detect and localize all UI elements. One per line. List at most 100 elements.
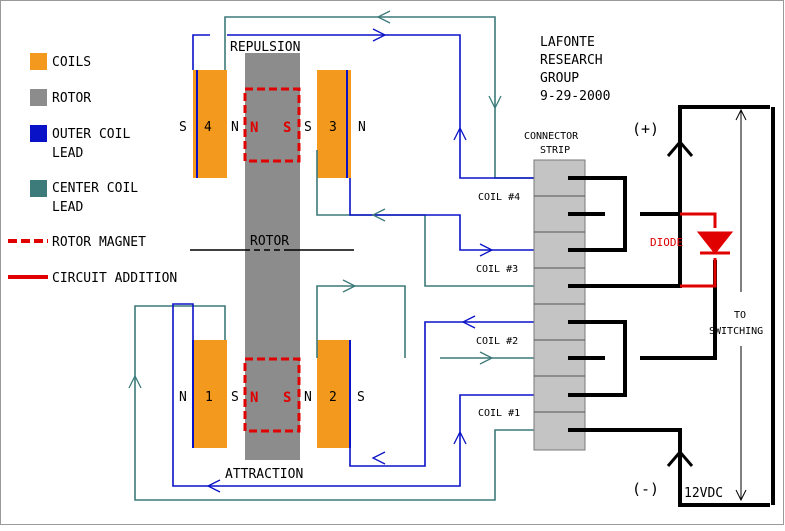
chevron-mark [453,126,467,141]
negative-rail [568,428,770,507]
coil-2-body [317,340,351,448]
switching-dimension [735,108,747,502]
header-line-3: GROUP [540,71,579,86]
coil-3-connector-label: COIL #3 [476,264,518,275]
chevron-mark [371,208,386,222]
legend-center-lead-label-2: LEAD [52,200,83,215]
coil-4-right-pole: N [231,120,239,135]
legend-center-lead-swatch [30,180,47,197]
direction-marks [128,10,502,493]
jumper-coil4-coil3 [568,176,627,252]
coil-1-connector-label: COIL #1 [478,408,520,419]
legend-rotor-label: ROTOR [52,91,91,106]
chevron-mark [488,95,502,110]
chevron-mark [453,430,467,445]
supply-wiring [568,105,770,507]
coil-3-number: 3 [329,120,337,135]
diode-label: DIODE [650,236,683,249]
coil-3-body [317,70,351,178]
diode-lead-top [680,212,717,228]
coil-4-left-pole: S [179,120,187,135]
diode-icon [696,231,734,255]
center-lead-coil1 [134,305,550,501]
coil-1-body [193,340,227,448]
connector-strip-dividers [534,195,585,413]
connector-title-2: STRIP [540,145,570,156]
positive-label: (+) [632,120,659,138]
negative-arrow [666,449,694,467]
rotor-magnet-bottom [243,357,301,433]
legend-circuit-addition-label: CIRCUIT ADDITION [52,271,177,286]
legend-coils-label: COILS [52,55,91,70]
coil-1: N 1 S [179,340,239,448]
coil-1-number: 1 [205,390,213,405]
positive-arrow [666,139,694,157]
attraction-label: ATTRACTION [225,467,303,482]
coil-3: S 3 N [304,70,366,178]
chevron-mark [206,479,221,493]
coil-4: S 4 N [179,70,239,178]
center-lead-wires [134,16,550,501]
header-line-2: RESEARCH [540,53,603,68]
center-lead-coil2-a [316,285,406,358]
chevron-mark [479,351,494,365]
chevron-mark [372,28,387,42]
chevron-mark [128,374,142,389]
to-switching-label-2: SWITCHING [709,326,763,337]
coil-3-right-pole: N [358,120,366,135]
outer-lead-coil2 [349,321,550,467]
magnet-top-n: N [250,120,258,136]
header-line-4: 9-29-2000 [540,89,610,104]
magnet-bottom-n: N [250,390,258,406]
chevron-mark [461,315,476,329]
coil-3-left-pole: S [304,120,312,135]
coil-2-left-pole: N [304,390,312,405]
coil-4-body [193,70,227,178]
coil-1-left-pole: N [179,390,187,405]
legend-center-lead-label: CENTER COIL [52,181,138,196]
magnet-top-s: S [283,120,291,136]
chevron-mark [479,243,494,257]
repulsion-label: REPULSION [230,40,300,55]
chevron-mark [371,451,386,465]
diode-lead-bottom [680,258,717,288]
coil-2: N 2 S [304,340,365,448]
diode-circuit [680,212,734,288]
legend-rotor-swatch [30,89,47,106]
outer-lead-coil4-top [192,34,210,70]
legend-outer-lead-label: OUTER COIL [52,127,130,142]
header-line-1: LAFONTE [540,35,595,50]
rotor-label: ROTOR [250,234,289,249]
outer-lead-coil3 [349,178,550,251]
rotor-bar [245,53,300,460]
coil-4-connector-label: COIL #4 [478,192,520,203]
magnet-bottom-s: S [283,390,291,406]
coil-2-connector-label: COIL #2 [476,336,518,347]
positive-rail [568,105,770,288]
coil-2-right-pole: S [357,390,365,405]
connector-title-1: CONNECTOR [524,131,579,142]
chevron-mark [342,279,357,293]
legend: COILS ROTOR OUTER COIL LEAD CENTER COIL … [8,53,177,286]
legend-coil-swatch [30,53,47,70]
legend-rotor-magnet-label: ROTOR MAGNET [52,235,146,250]
legend-outer-lead-swatch [30,125,47,142]
outer-lead-coil1 [172,303,550,487]
negative-label: (-) [632,480,659,498]
connector-strip-body [533,159,586,451]
coil-4-number: 4 [204,120,212,135]
coil-2-number: 2 [329,390,337,405]
rotor-magnet-top [243,87,301,163]
jumper-coil2-coil1 [568,320,627,397]
switch-lead-bottom [640,260,717,360]
chevron-mark [376,10,391,24]
voltage-label: 12VDC [684,486,723,501]
outer-lead-wires [172,34,550,487]
to-switching-label-1: TO [734,310,746,321]
header-block: LAFONTE RESEARCH GROUP 9-29-2000 [540,35,610,104]
connector-strip [533,159,586,451]
outer-lead-coil4 [227,34,550,179]
